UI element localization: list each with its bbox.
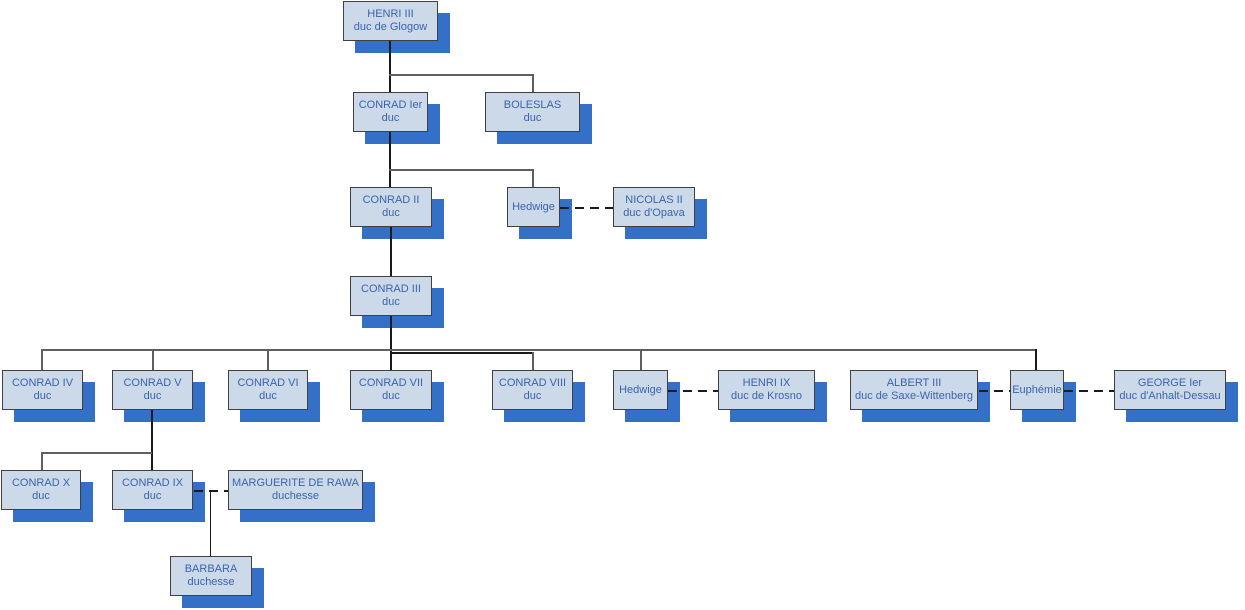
person-title: duc	[381, 112, 400, 124]
person-title: duc d'Opava	[623, 207, 685, 219]
person-title: duc	[259, 390, 277, 402]
person-name: CONRAD VI	[237, 377, 299, 389]
connector-vline	[532, 169, 534, 187]
person-node-euphemie[interactable]: Euphémie	[1010, 370, 1064, 410]
connector-hline	[389, 169, 534, 171]
person-title: duchesse	[271, 490, 320, 502]
person-name: NICOLAS II	[625, 194, 683, 206]
person-name: CONRAD Ier	[358, 99, 423, 111]
person-name: GEORGE Ier	[1137, 377, 1203, 389]
connector-vline	[267, 349, 269, 370]
person-title: duc	[382, 207, 400, 219]
connector-vline	[640, 349, 642, 370]
connector-vline	[532, 74, 534, 92]
person-title: duc	[382, 296, 400, 308]
person-name: BARBARA	[184, 563, 238, 575]
person-name: ALBERT III	[886, 377, 942, 389]
connector-vline	[390, 316, 392, 370]
marriage-dash-line	[668, 390, 718, 392]
person-name: CONRAD VIII	[498, 377, 567, 389]
person-name: HENRI III	[367, 8, 414, 20]
marriage-dash-line	[560, 207, 613, 209]
person-name: CONRAD X	[11, 477, 71, 489]
person-name: HENRI IX	[742, 377, 791, 389]
person-name: CONRAD IX	[121, 477, 184, 489]
marriage-dash-line	[194, 490, 228, 492]
connector-hline	[41, 349, 1037, 351]
person-name: CONRAD II	[362, 194, 420, 206]
person-title: duc	[32, 490, 50, 502]
person-name: CONRAD VII	[358, 377, 424, 389]
connector-vline	[151, 410, 153, 470]
person-name: BOLESLAS	[503, 99, 562, 111]
person-title: duc	[143, 490, 162, 502]
person-title: duc	[523, 112, 542, 124]
person-node-hedwige-1[interactable]: Hedwige	[507, 187, 560, 227]
person-name: CONRAD V	[123, 377, 182, 389]
person-name: CONRAD IV	[11, 377, 74, 389]
connector-vline	[210, 490, 211, 556]
person-node-hedwige-2[interactable]: Hedwige	[613, 370, 668, 410]
person-title: duc	[33, 390, 52, 402]
connector-hline	[41, 452, 152, 454]
connector-vline	[389, 41, 391, 92]
person-title: duc de Saxe-Wittenberg	[854, 390, 973, 402]
person-title: duc de Glogow	[353, 21, 428, 33]
person-name: Hedwige	[512, 200, 555, 213]
person-name: Hedwige	[619, 383, 662, 396]
connector-vline	[41, 452, 43, 470]
connector-vline	[1035, 349, 1037, 370]
person-title: duc d'Anhalt-Dessau	[1119, 390, 1221, 402]
person-title: duc	[523, 390, 542, 402]
connector-vline	[390, 227, 392, 276]
connector-hline	[389, 74, 534, 76]
person-name: Euphémie	[1012, 383, 1062, 396]
connector-vline	[532, 352, 534, 370]
person-title: duc	[382, 390, 400, 402]
connector-vline	[152, 349, 154, 370]
connector-vline	[41, 349, 43, 370]
connector-hline	[390, 352, 533, 354]
connector-vline	[389, 132, 391, 187]
marriage-dash-line	[979, 390, 1010, 392]
person-title: duc	[143, 390, 162, 402]
marriage-dash-line	[1064, 390, 1114, 392]
person-title: duchesse	[187, 576, 235, 588]
person-title: duc de Krosno	[731, 390, 802, 402]
person-name: CONRAD III	[361, 283, 421, 295]
person-name: MARGUERITE DE RAWA	[232, 477, 359, 489]
